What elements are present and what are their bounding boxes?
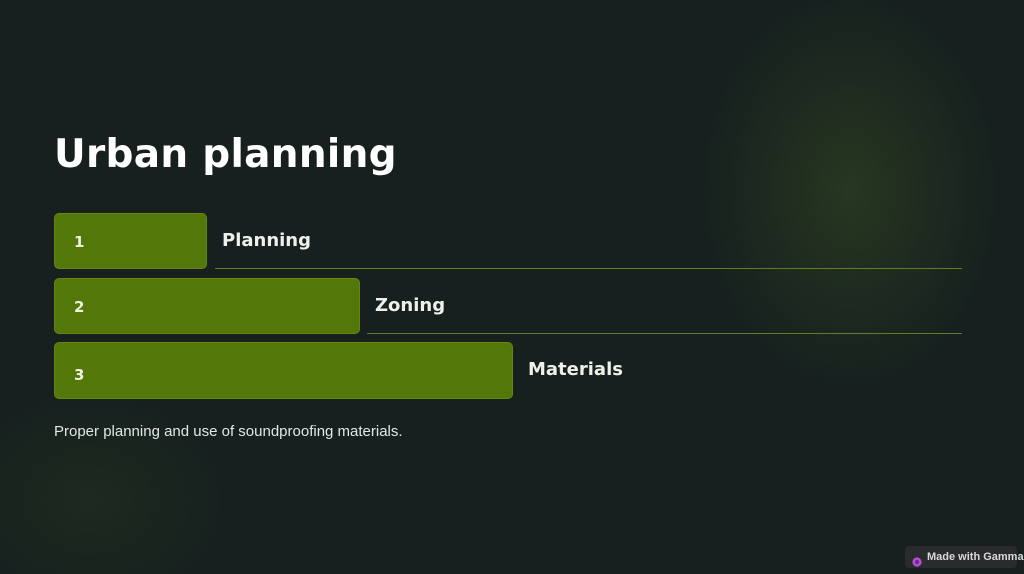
- slide-title: Urban planning: [54, 132, 397, 177]
- gamma-logo-icon: [912, 552, 922, 567]
- step-label: Planning: [222, 230, 312, 251]
- step-divider: [215, 268, 962, 269]
- step-number: 2: [74, 298, 85, 316]
- badge-label: Made with Gamma: [927, 551, 1024, 563]
- step-label: Zoning: [375, 295, 446, 316]
- step-number: 1: [74, 233, 85, 251]
- slide-description: Proper planning and use of soundproofing…: [54, 423, 403, 440]
- step-bar: [54, 213, 207, 269]
- step-bar: [54, 278, 360, 334]
- step-divider: [367, 333, 962, 334]
- step-label: Materials: [528, 359, 623, 380]
- step-number: 3: [74, 366, 85, 384]
- step-bar: [54, 342, 513, 399]
- made-with-gamma-badge[interactable]: Made with Gamma: [905, 546, 1024, 568]
